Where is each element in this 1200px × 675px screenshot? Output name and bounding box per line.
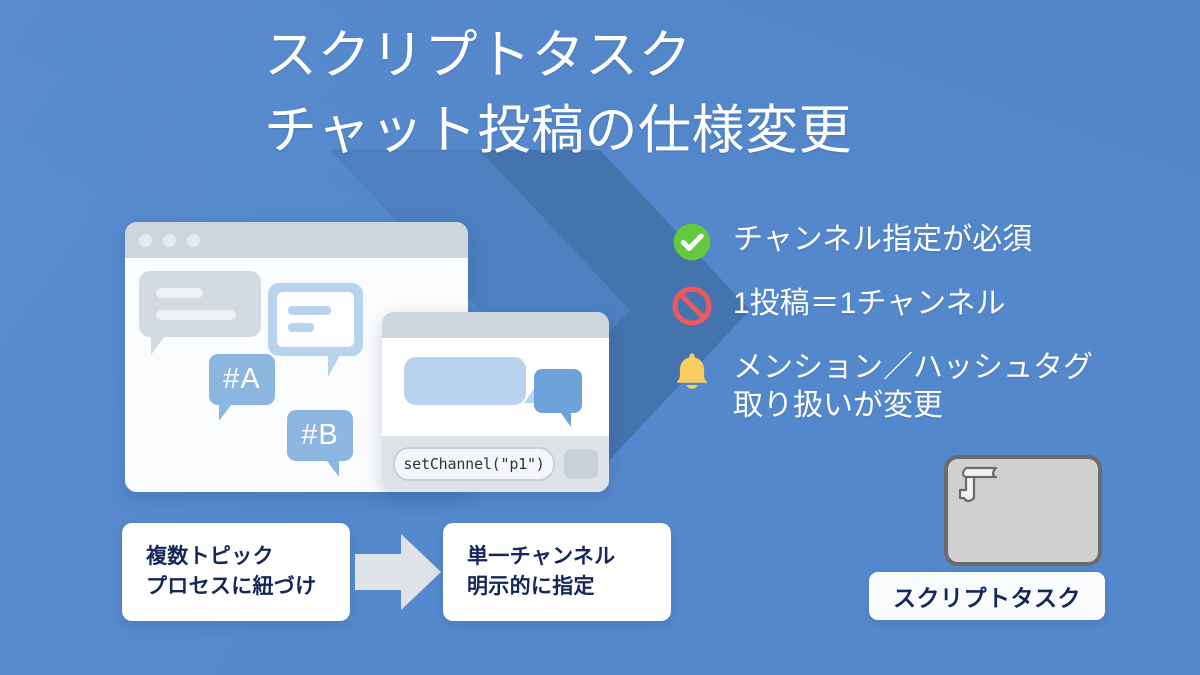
window-titlebar xyxy=(125,222,468,258)
traffic-light-dot-2 xyxy=(163,233,176,247)
prohibition-icon xyxy=(668,282,716,330)
page-title: スクリプトタスク チャット投稿の仕様変更 xyxy=(264,18,852,169)
bubble-text-line xyxy=(288,323,314,332)
bubble-tail xyxy=(524,387,535,403)
flow-box-before: 複数トピック プロセスに紐づけ xyxy=(122,523,350,621)
bullet-item-one-post-one-channel: 1投稿＝1チャンネル xyxy=(668,282,1168,330)
bubble-text-line xyxy=(156,310,236,320)
bubble-inner xyxy=(277,292,354,347)
bubble-text-line xyxy=(156,288,203,298)
script-scroll-icon xyxy=(958,466,998,503)
traffic-light-dot-3 xyxy=(187,233,200,247)
bullet-item-mention-hashtag: メンション／ハッシュタグ 取り扱いが変更 xyxy=(668,346,1168,425)
bubble-tail xyxy=(328,355,340,377)
set-channel-code-input[interactable]: setChannel("p1") xyxy=(393,447,555,481)
window-titlebar xyxy=(382,312,609,338)
send-button[interactable] xyxy=(564,449,598,479)
chat-input-bar: setChannel("p1") xyxy=(382,436,609,492)
channel-tag-b-label: #B xyxy=(301,419,339,451)
script-task-label: スクリプトタスク xyxy=(869,572,1105,620)
traffic-light-dot-1 xyxy=(139,233,152,247)
bullet-label: チャンネル指定が必須 xyxy=(733,223,1033,256)
bubble-tail xyxy=(561,413,571,427)
message-bubble-outgoing xyxy=(534,369,582,427)
chat-window-front: setChannel("p1") xyxy=(382,312,609,492)
bullet-list: チャンネル指定が必須 1投稿＝1チャンネル メンション／ハッシュタグ 取り扱いが… xyxy=(668,218,1168,441)
flow-arrow-right-icon xyxy=(355,534,441,610)
check-circle-icon xyxy=(668,218,716,266)
message-bubble-gray xyxy=(139,271,261,355)
title-line-1: スクリプトタスク xyxy=(264,26,692,85)
script-task-shape xyxy=(944,455,1102,566)
flow-box-after: 単一チャンネル 明示的に指定 xyxy=(443,523,671,621)
bell-icon xyxy=(668,346,716,394)
bullet-label: メンション／ハッシュタグ 取り扱いが変更 xyxy=(733,351,1093,422)
message-bubble-outline xyxy=(268,283,363,377)
channel-tag-a: #A xyxy=(209,354,275,421)
bubble-tail xyxy=(151,337,164,355)
window-body xyxy=(382,338,609,436)
bubble-tail xyxy=(327,461,339,477)
bullet-label: 1投稿＝1チャンネル xyxy=(733,287,1006,320)
bullet-item-channel-required: チャンネル指定が必須 xyxy=(668,218,1168,266)
bubble-tail xyxy=(219,405,231,421)
message-bubble-incoming xyxy=(404,357,535,405)
channel-tag-a-label: #A xyxy=(223,363,261,395)
title-line-2: チャット投稿の仕様変更 xyxy=(264,101,852,161)
bubble-text-line xyxy=(288,306,331,315)
channel-tag-b: #B xyxy=(287,410,353,477)
